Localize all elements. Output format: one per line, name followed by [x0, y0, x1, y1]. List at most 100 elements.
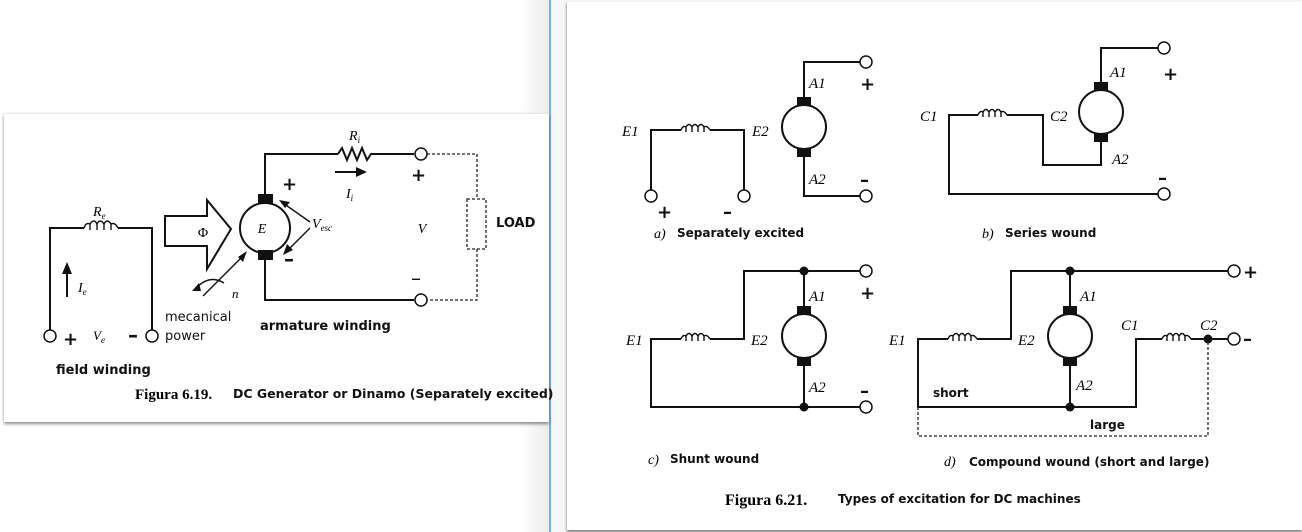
field-terminal-plus — [43, 329, 57, 343]
field-winding-label: field winding — [56, 363, 151, 378]
field-circuit — [43, 220, 159, 343]
label-phi: Φ — [198, 226, 208, 241]
terminal — [859, 264, 873, 278]
label-b-c1: C1 — [920, 109, 938, 125]
wire — [650, 129, 681, 190]
field-left-wire — [49, 227, 84, 330]
label-d-e1: E1 — [888, 333, 906, 349]
label-c-e2: E2 — [750, 333, 768, 349]
label-d-a2: A2 — [1075, 378, 1093, 394]
label-d-short: short — [933, 386, 969, 400]
shunt-coil-icon — [947, 332, 978, 342]
junction — [1065, 266, 1075, 276]
output-minus-sign: – — [411, 266, 421, 290]
junction — [799, 266, 809, 276]
figure-6-19-number: Figura 6.19. — [135, 387, 212, 403]
pane-divider[interactable] — [549, 0, 551, 532]
armature-bottom-wire — [264, 260, 414, 301]
panel-b-series-wound — [948, 41, 1171, 201]
figure-6-21-caption: Types of excitation for DC machines — [838, 492, 1081, 506]
label-c-title: Shunt wound — [670, 452, 759, 466]
load-icon — [427, 153, 487, 301]
label-re: Re — [92, 205, 106, 221]
wire — [948, 114, 1158, 195]
label-c-plus-out: + — [860, 283, 875, 304]
figure-6-19-caption: DC Generator or Dinamo (Separately excit… — [233, 386, 554, 401]
terminal — [1157, 41, 1171, 55]
wire — [803, 61, 860, 97]
armature-motor-icon — [1047, 305, 1093, 367]
series-coil-icon — [977, 108, 1008, 118]
mechanical-power-label-line2: power — [165, 329, 206, 344]
label-c-minus-out: – — [860, 381, 869, 402]
shunt-coil-icon — [680, 332, 711, 342]
label-d-plus-out: + — [1243, 262, 1258, 283]
panel-d-compound-wound — [917, 264, 1241, 437]
label-d-minus-out: – — [1243, 329, 1252, 350]
armature-motor-icon — [781, 305, 827, 367]
wire — [650, 338, 860, 408]
wire — [1100, 47, 1158, 82]
label-ie: Ie — [77, 281, 87, 297]
generator-machine-icon — [239, 194, 291, 260]
armature-plus-sign: + — [282, 174, 297, 195]
figure-6-21-card — [567, 2, 1302, 530]
field-right-wire — [118, 227, 153, 330]
terminal — [859, 55, 873, 69]
terminal — [644, 189, 658, 203]
terminal — [1157, 187, 1171, 201]
label-ii: Ii — [345, 187, 354, 203]
label-a-e1: E1 — [621, 124, 639, 140]
armature-minus-sign: – — [284, 247, 294, 271]
label-a-title: Separately excited — [677, 226, 804, 240]
resistor-ri-icon — [337, 145, 414, 163]
label-c-a1: A1 — [808, 289, 826, 305]
label-d-e2: E2 — [1017, 333, 1035, 349]
current-ii-arrow-icon — [335, 167, 367, 177]
terminal — [1227, 332, 1241, 346]
label-ri: Ri — [348, 129, 361, 145]
label-a-minus-field: – — [723, 202, 732, 223]
vesc-arrows-icon — [279, 200, 311, 255]
wire — [977, 270, 1228, 340]
armature-top-wire — [264, 153, 338, 194]
label-b-plus-out: + — [1163, 64, 1178, 85]
label-c-a2: A2 — [808, 380, 826, 396]
armature-motor-icon — [781, 96, 827, 158]
field-minus-sign: – — [128, 323, 138, 347]
label-d-c2: C2 — [1200, 318, 1218, 334]
label-v: V — [418, 222, 428, 237]
label-d-title: Compound wound (short and large) — [969, 455, 1209, 469]
label-vesc: Vesc — [312, 217, 332, 233]
panel-c-shunt-wound — [650, 264, 873, 414]
armature-motor-icon — [1078, 81, 1124, 143]
label-b-a2: A2 — [1111, 152, 1129, 168]
label-d-c1: C1 — [1121, 318, 1139, 334]
flux-arrow-icon — [164, 197, 233, 273]
mechanical-power-label-line1: mecanical — [165, 310, 231, 325]
label-a-letter: a) — [654, 227, 666, 242]
label-d-a1: A1 — [1079, 289, 1097, 305]
label-n: n — [232, 286, 239, 301]
label-e: E — [257, 222, 267, 237]
terminal — [859, 400, 873, 414]
label-d-letter: d) — [944, 455, 956, 470]
label-b-c2: C2 — [1050, 109, 1068, 125]
label-a-e2: E2 — [751, 124, 769, 140]
long-shunt-dashed-wire — [917, 339, 1209, 437]
field-coil-icon — [83, 220, 119, 230]
figure-6-19-card — [4, 113, 549, 422]
wire — [1007, 114, 1102, 166]
field-terminal-minus — [145, 329, 159, 343]
label-ve: Ve — [93, 328, 105, 345]
panel-a-separately-excited — [644, 55, 873, 203]
terminal — [859, 189, 873, 203]
junction — [1065, 402, 1075, 412]
series-coil-icon — [1161, 332, 1192, 342]
terminal — [1227, 264, 1241, 278]
label-a-a2: A2 — [808, 172, 826, 188]
label-b-minus-out: – — [1158, 168, 1167, 189]
label-a-minus-out: – — [860, 170, 869, 191]
